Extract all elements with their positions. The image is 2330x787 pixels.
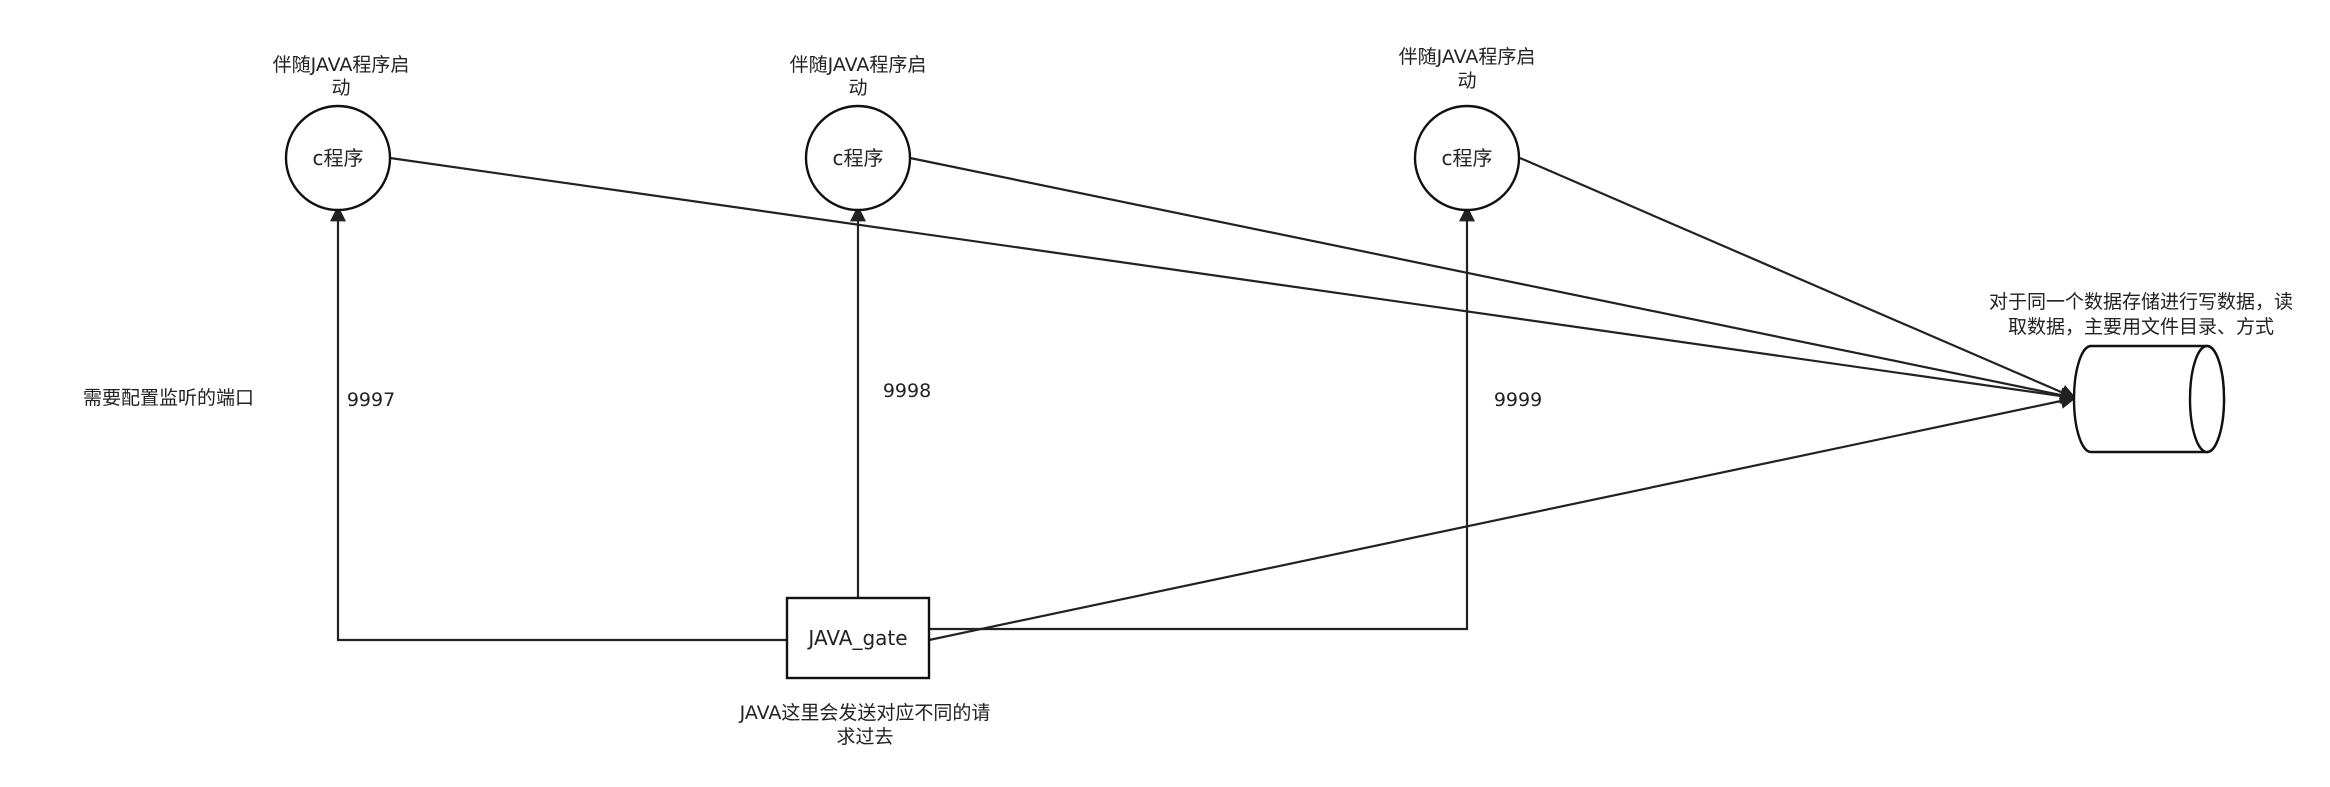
edge-gate-to-c-program-1: [330, 205, 787, 642]
c-program-circle: [284, 104, 392, 212]
c-program-circle: [1413, 104, 1521, 212]
c-program-3-caption-line2: 动: [1457, 70, 1476, 92]
edge-gate-to-storage: [928, 393, 2077, 642]
edge-c-program-3-to-storage: [1519, 156, 2077, 400]
c-program-label: c程序: [1442, 146, 1493, 170]
c-program-node-2[interactable]: c程序: [804, 104, 912, 212]
edge-c-program-1-to-storage: [389, 156, 2077, 404]
c-program-1-caption-line2: 动: [331, 77, 350, 99]
c-program-label: c程序: [313, 146, 364, 170]
c-program-2-caption-line2: 动: [848, 77, 867, 99]
storage-node[interactable]: [2072, 344, 2226, 454]
c-program-circle: [804, 104, 912, 212]
storage-caption-line2: 取数据，主要用文件目录、方式: [2008, 316, 2274, 338]
port-config-note: 需要配置监听的端口: [83, 387, 254, 409]
port-label-9999: 9999: [1494, 389, 1542, 411]
java-gate-caption-line1: JAVA这里会发送对应不同的请: [739, 702, 991, 724]
storage-caption-line1: 对于同一个数据存储进行写数据，读: [1989, 291, 2293, 313]
edge-c-program-2-to-storage: [909, 156, 2077, 403]
java-gate-label: JAVA_gate: [806, 626, 907, 650]
java-gate-caption-line2: 求过去: [836, 726, 893, 748]
c-program-label: c程序: [833, 146, 884, 170]
c-program-1-caption-line1: 伴随JAVA程序启: [273, 54, 410, 76]
c-program-node-3[interactable]: c程序: [1413, 104, 1521, 212]
java-gate-node[interactable]: JAVA_gate: [785, 596, 931, 680]
storage-cylinder-cap: [2188, 344, 2226, 454]
edge-gate-to-c-program-3: [929, 205, 1475, 631]
port-label-9997: 9997: [347, 389, 395, 411]
java-gate-box: [785, 596, 931, 680]
port-label-9998: 9998: [883, 380, 931, 402]
c-program-2-caption-line1: 伴随JAVA程序启: [790, 54, 927, 76]
c-program-3-caption-line1: 伴随JAVA程序启: [1399, 46, 1536, 68]
c-program-node-1[interactable]: c程序: [284, 104, 392, 212]
